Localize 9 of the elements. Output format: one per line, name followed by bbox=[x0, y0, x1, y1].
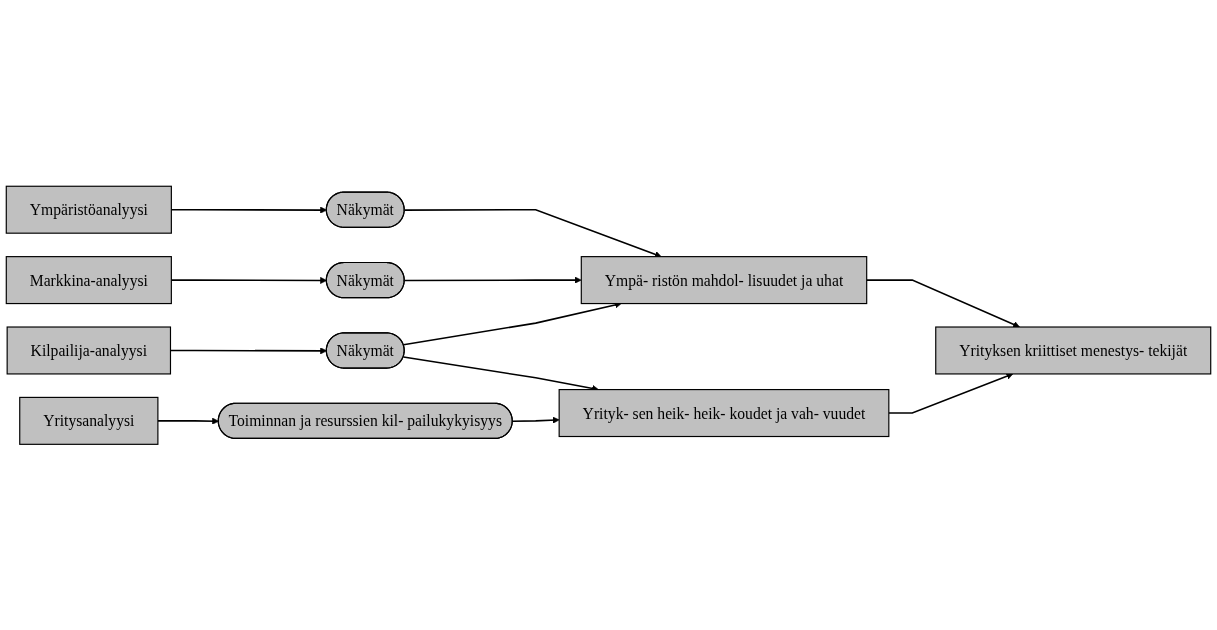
node-box: Ympä- ristön mahdol- lisuudet ja uhat bbox=[580, 255, 868, 304]
node-box: Yritysanalyysi bbox=[19, 396, 159, 445]
node-box: Yrityksen kriittiset menestys- tekijät bbox=[935, 326, 1212, 375]
node-box: Markkina-analyysi bbox=[5, 255, 172, 304]
node-box: Kilpailija-analyysi bbox=[6, 326, 172, 375]
node-box: Ympäristöanalyysi bbox=[5, 185, 172, 234]
arrow bbox=[888, 372, 1014, 414]
arrow bbox=[157, 417, 219, 425]
node-box: Yrityk- sen heik- heik- koudet ja vah- vuudet bbox=[558, 388, 890, 437]
